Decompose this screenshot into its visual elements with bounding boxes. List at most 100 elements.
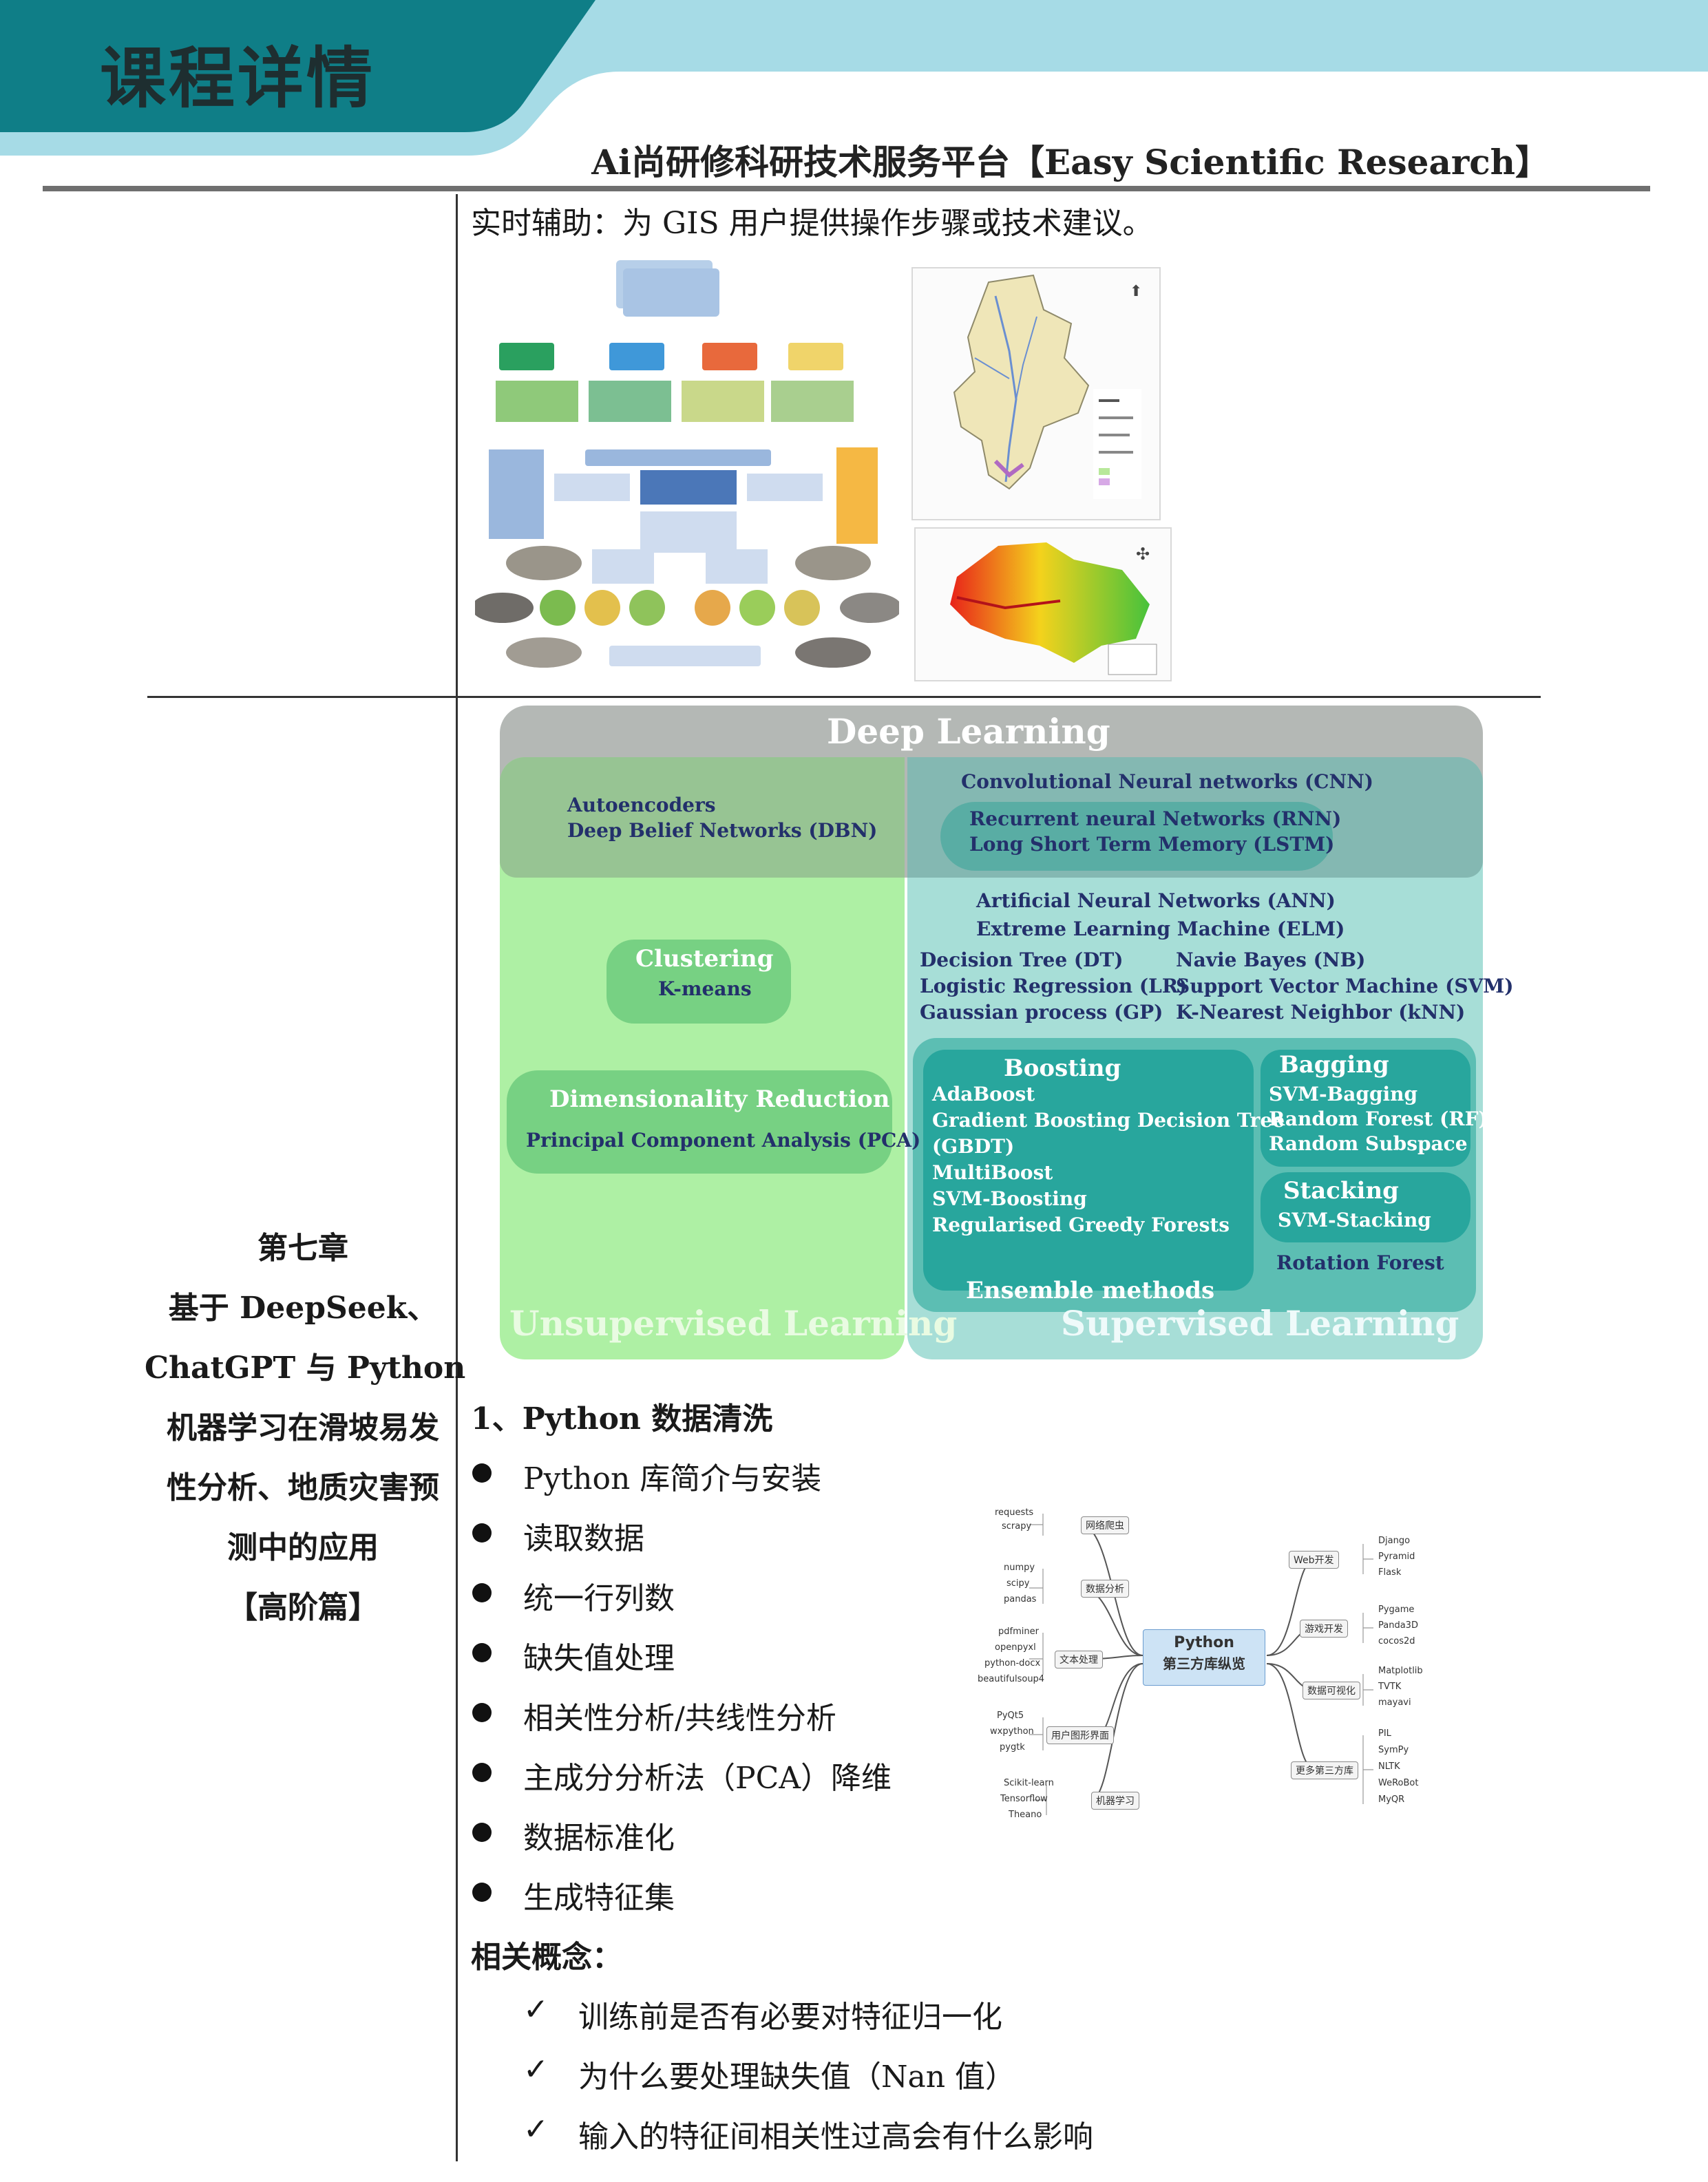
mindmap-center-node: Python 第三方库纵览 <box>1143 1629 1265 1686</box>
mindmap-branch: 数据可视化 <box>1303 1682 1360 1699</box>
boosting-item: SVM-Boosting <box>932 1187 1087 1210</box>
svg-text:✣: ✣ <box>1136 544 1150 564</box>
pca-label: Principal Component Analysis (PCA) <box>526 1129 921 1152</box>
boosting-item: AdaBoost <box>932 1083 1035 1105</box>
bullet-icon <box>472 1463 492 1483</box>
bullet-item: 数据标准化 <box>523 1821 675 1856</box>
boosting-item: (GBDT) <box>932 1135 1015 1158</box>
table-row-divider <box>147 696 1541 698</box>
table-column-divider <box>456 194 458 2161</box>
mindmap-branch: 文本处理 <box>1055 1651 1103 1669</box>
ensemble-label: Ensemble methods <box>966 1277 1215 1304</box>
bullet-icon <box>472 1883 492 1902</box>
mindmap-leaf: PIL <box>1378 1728 1391 1739</box>
mindmap-leaf: SymPy <box>1378 1745 1409 1755</box>
bullet-item: 读取数据 <box>523 1521 644 1556</box>
chapter-line: 基于 DeepSeek、 <box>168 1291 438 1326</box>
ml-taxonomy-diagram: Deep Learning Autoencoders Deep Belief N… <box>500 706 1514 1359</box>
mindmap-center-line: 第三方库纵览 <box>1163 1655 1245 1672</box>
kmeans-label: K-means <box>658 977 752 1000</box>
nb-label: Navie Bayes (NB) <box>1176 949 1366 971</box>
deep-learning-title: Deep Learning <box>827 711 1110 752</box>
boosting-title: Boosting <box>1004 1055 1121 1082</box>
mindmap-leaf: mayavi <box>1378 1697 1411 1708</box>
elm-label: Extreme Learning Machine (ELM) <box>976 918 1345 940</box>
stacking-item: SVM-Stacking <box>1278 1209 1431 1231</box>
dl-left-overlap <box>500 757 905 878</box>
mindmap-leaf: Theano <box>1009 1810 1042 1820</box>
mindmap-leaf: Tensorflow <box>1000 1794 1048 1804</box>
stacking-title: Stacking <box>1283 1177 1399 1205</box>
mindmap-branch: 数据分析 <box>1081 1580 1129 1598</box>
chapter-line: 机器学习在滑坡易发 <box>167 1410 439 1445</box>
header-divider <box>43 186 1650 191</box>
mindmap-leaf: cocos2d <box>1378 1636 1415 1646</box>
mindmap-center-line: Python <box>1174 1634 1234 1651</box>
realtime-assist-text: 实时辅助：为 GIS 用户提供操作步骤或技术建议。 <box>471 206 1153 241</box>
bullet-item: Python 库简介与安装 <box>523 1461 822 1496</box>
mindmap-leaf: openpyxl <box>995 1642 1036 1653</box>
supervised-label: Supervised Learning <box>1061 1303 1459 1344</box>
mindmap-leaf: python-docx <box>984 1658 1041 1669</box>
bullet-icon <box>472 1643 492 1662</box>
mindmap-leaf: PyQt5 <box>997 1710 1024 1721</box>
bullet-item: 缺失值处理 <box>523 1641 675 1676</box>
chapter-line: 性分析、地质灾害预 <box>167 1470 439 1505</box>
chapter-line: 【高阶篇】 <box>227 1590 379 1625</box>
bullet-item: 相关性分析/共线性分析 <box>523 1701 836 1736</box>
concepts-title: 相关概念： <box>471 1940 622 1975</box>
bullet-icon <box>472 1703 492 1722</box>
chapter-line: 测中的应用 <box>227 1530 379 1565</box>
susceptibility-map-figure: ✣ <box>914 527 1172 681</box>
dl-cnn: Convolutional Neural networks (CNN) <box>961 770 1373 793</box>
lr-label: Logistic Regression (LR) <box>920 975 1188 997</box>
mindmap-leaf: wxpython <box>990 1726 1034 1737</box>
boosting-item: MultiBoost <box>932 1161 1053 1184</box>
mindmap-leaf: Pygame <box>1378 1604 1415 1615</box>
svm-label: Support Vector Machine (SVM) <box>1176 975 1514 997</box>
bagging-item: Random Subspace <box>1269 1132 1468 1155</box>
python-libraries-mindmap: Python 第三方库纵览 网络爬虫 requests scrapy 数据分析 … <box>978 1504 1432 1828</box>
mindmap-leaf: Flask <box>1378 1567 1402 1578</box>
mindmap-leaf: WeRoBot <box>1378 1778 1419 1788</box>
mindmap-leaf: pdfminer <box>998 1627 1039 1637</box>
bullet-icon <box>472 1583 492 1602</box>
concept-item: 为什么要处理缺失值（Nan 值） <box>578 2059 1016 2095</box>
bagging-item: Random Forest (RF) <box>1269 1108 1488 1130</box>
research-flowchart-figure <box>472 260 902 677</box>
checkmark-icon: ✓ <box>523 2052 549 2087</box>
clustering-title: Clustering <box>635 945 774 973</box>
mindmap-leaf: scrapy <box>1002 1521 1032 1532</box>
mindmap-branch: 更多第三方库 <box>1291 1761 1358 1779</box>
checkmark-icon: ✓ <box>523 2112 549 2147</box>
dl-autoencoders: Autoencoders <box>567 794 716 816</box>
rnn-lstm-pill <box>940 802 1333 871</box>
checkmark-icon: ✓ <box>523 1992 549 2027</box>
mindmap-leaf: pygtk <box>1000 1742 1025 1752</box>
chapter-line: ChatGPT 与 Python <box>145 1350 466 1386</box>
bullet-item: 生成特征集 <box>523 1881 675 1916</box>
boosting-item: Gradient Boosting Decision Tree <box>932 1109 1285 1132</box>
mindmap-leaf: Django <box>1378 1536 1411 1546</box>
bullet-icon <box>472 1823 492 1842</box>
mindmap-branch: Web开发 <box>1289 1551 1339 1569</box>
dl-lstm: Long Short Term Memory (LSTM) <box>969 833 1335 856</box>
stacking-pill <box>1261 1172 1470 1242</box>
bullet-item: 主成分分析法（PCA）降维 <box>523 1761 892 1796</box>
mindmap-leaf: requests <box>995 1507 1034 1518</box>
chapter-title: 第七章 基于 DeepSeek、 ChatGPT 与 Python 机器学习在滑… <box>145 1218 466 1638</box>
mindmap-branch: 网络爬虫 <box>1081 1516 1129 1534</box>
boosting-item: Regularised Greedy Forests <box>932 1214 1230 1236</box>
mindmap-leaf: Panda3D <box>1378 1620 1418 1631</box>
gp-label: Gaussian process (GP) <box>920 1001 1163 1024</box>
bagging-item: SVM-Bagging <box>1269 1083 1418 1105</box>
dim-reduction-pill <box>507 1070 892 1174</box>
mindmap-leaf: TVTK <box>1378 1682 1402 1692</box>
concept-item: 输入的特征间相关性过高会有什么影响 <box>578 2119 1093 2154</box>
mindmap-leaf: Scikit-learn <box>1004 1778 1054 1788</box>
mindmap-branch: 用户图形界面 <box>1046 1726 1114 1744</box>
header-banner <box>0 0 1708 156</box>
bagging-pill <box>1261 1050 1470 1167</box>
clustering-pill <box>607 940 791 1024</box>
section-title: 1、Python 数据清洗 <box>471 1401 773 1437</box>
